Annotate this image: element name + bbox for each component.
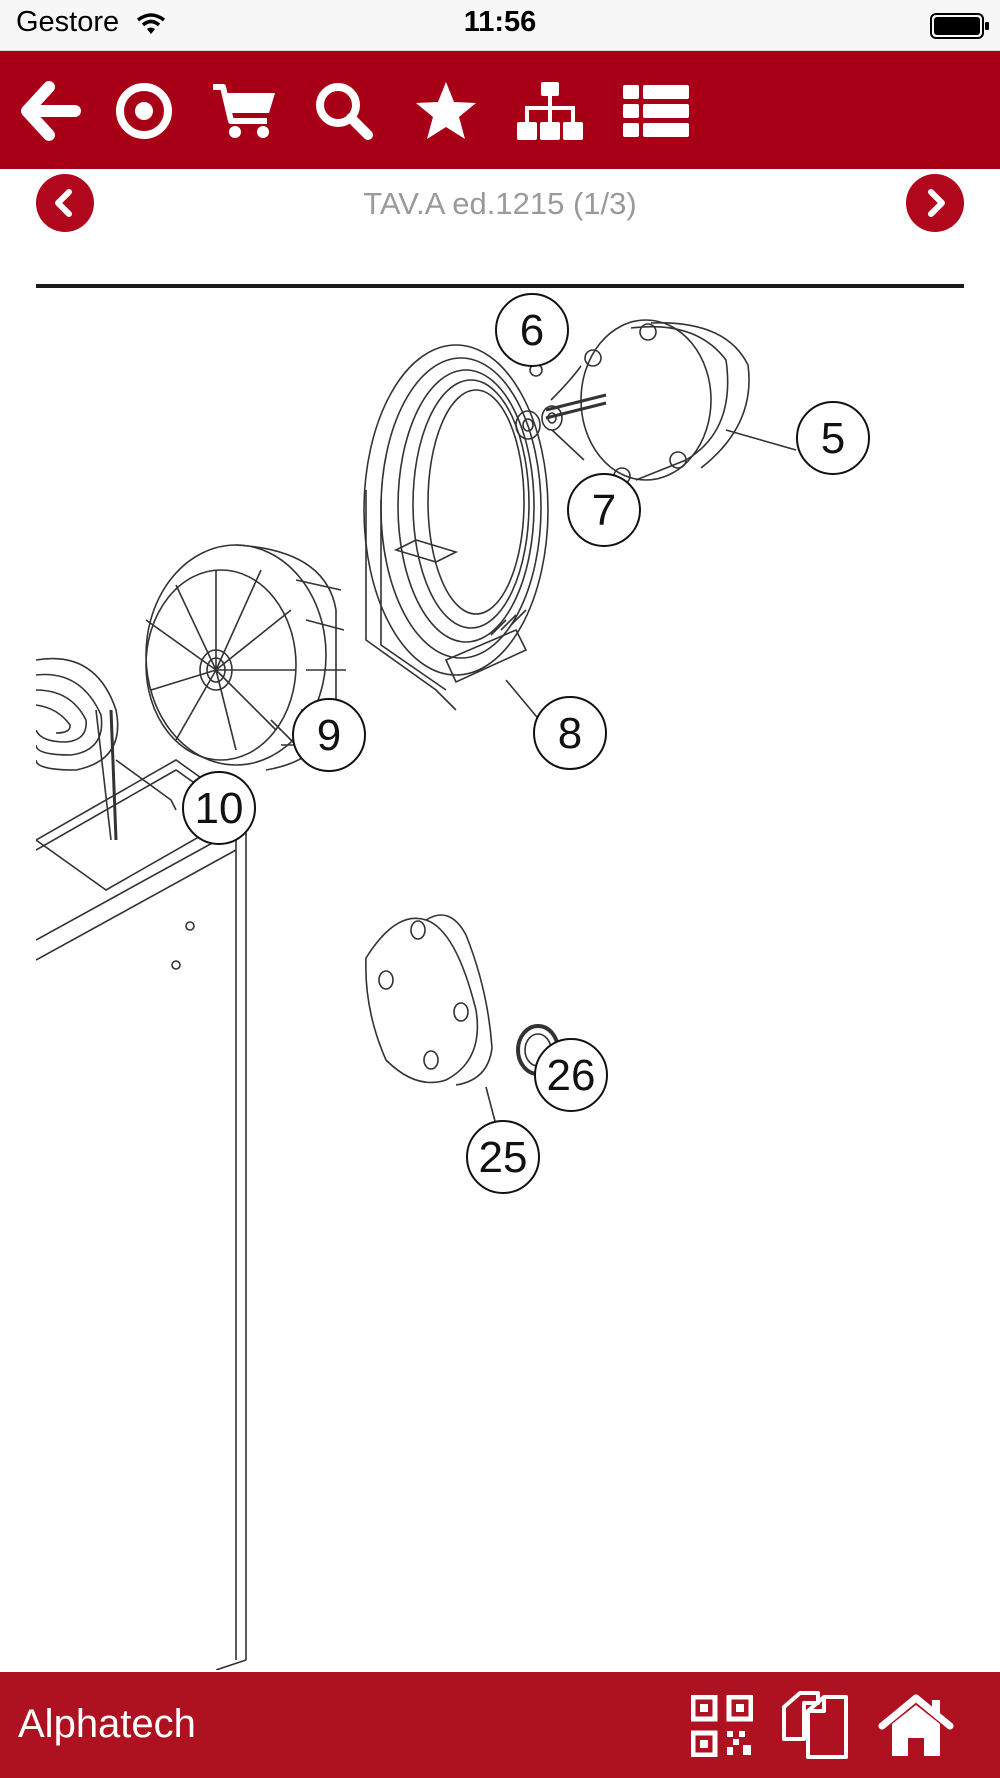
favorites-button[interactable] bbox=[404, 69, 488, 153]
callout-label[interactable]: 26 bbox=[547, 1051, 596, 1100]
callout-label[interactable]: 5 bbox=[821, 414, 845, 463]
page-title: TAV.A ed.1215 (1/3) bbox=[363, 186, 637, 221]
list-icon bbox=[623, 85, 689, 137]
status-bar: Gestore 11:56 bbox=[0, 0, 1000, 51]
target-icon bbox=[116, 83, 172, 139]
qr-code-icon bbox=[691, 1695, 753, 1757]
cart-button[interactable] bbox=[202, 69, 286, 153]
callout-label[interactable]: 10 bbox=[195, 784, 244, 833]
toolbar bbox=[0, 51, 1000, 169]
footer-bar: Alphatech bbox=[0, 1672, 1000, 1778]
copy-icon bbox=[782, 1691, 848, 1759]
search-button[interactable] bbox=[302, 69, 386, 153]
callout-label[interactable]: 7 bbox=[592, 486, 616, 535]
sitemap-button[interactable] bbox=[508, 69, 592, 153]
chevron-right-icon bbox=[928, 189, 945, 217]
previous-page-button[interactable] bbox=[36, 174, 94, 232]
arrow-left-icon bbox=[21, 81, 81, 141]
list-button[interactable] bbox=[614, 69, 698, 153]
star-icon bbox=[416, 82, 476, 139]
target-button[interactable] bbox=[102, 69, 186, 153]
next-page-button[interactable] bbox=[906, 174, 964, 232]
cart-icon bbox=[213, 84, 275, 138]
qr-code-button[interactable] bbox=[682, 1686, 762, 1766]
wifi-icon bbox=[136, 13, 166, 34]
battery-icon bbox=[930, 13, 989, 39]
copy-button[interactable] bbox=[776, 1686, 856, 1766]
back-button[interactable] bbox=[8, 69, 92, 153]
callout-label[interactable]: 25 bbox=[479, 1133, 528, 1182]
title-divider bbox=[36, 284, 964, 288]
exploded-parts-drawing[interactable]: 6 5 7 8 9 10 26 25 bbox=[36, 290, 964, 1670]
callout-label[interactable]: 9 bbox=[317, 711, 341, 760]
sitemap-icon bbox=[517, 82, 583, 140]
search-icon bbox=[316, 83, 373, 140]
callout-label[interactable]: 6 bbox=[520, 306, 544, 355]
home-button[interactable] bbox=[876, 1686, 956, 1766]
brand-name: Alphatech bbox=[18, 1702, 196, 1746]
chevron-left-icon bbox=[55, 189, 72, 217]
callout-label[interactable]: 8 bbox=[558, 709, 582, 758]
home-icon bbox=[878, 1694, 954, 1756]
status-time: 11:56 bbox=[463, 6, 537, 38]
carrier-label: Gestore bbox=[16, 6, 120, 38]
